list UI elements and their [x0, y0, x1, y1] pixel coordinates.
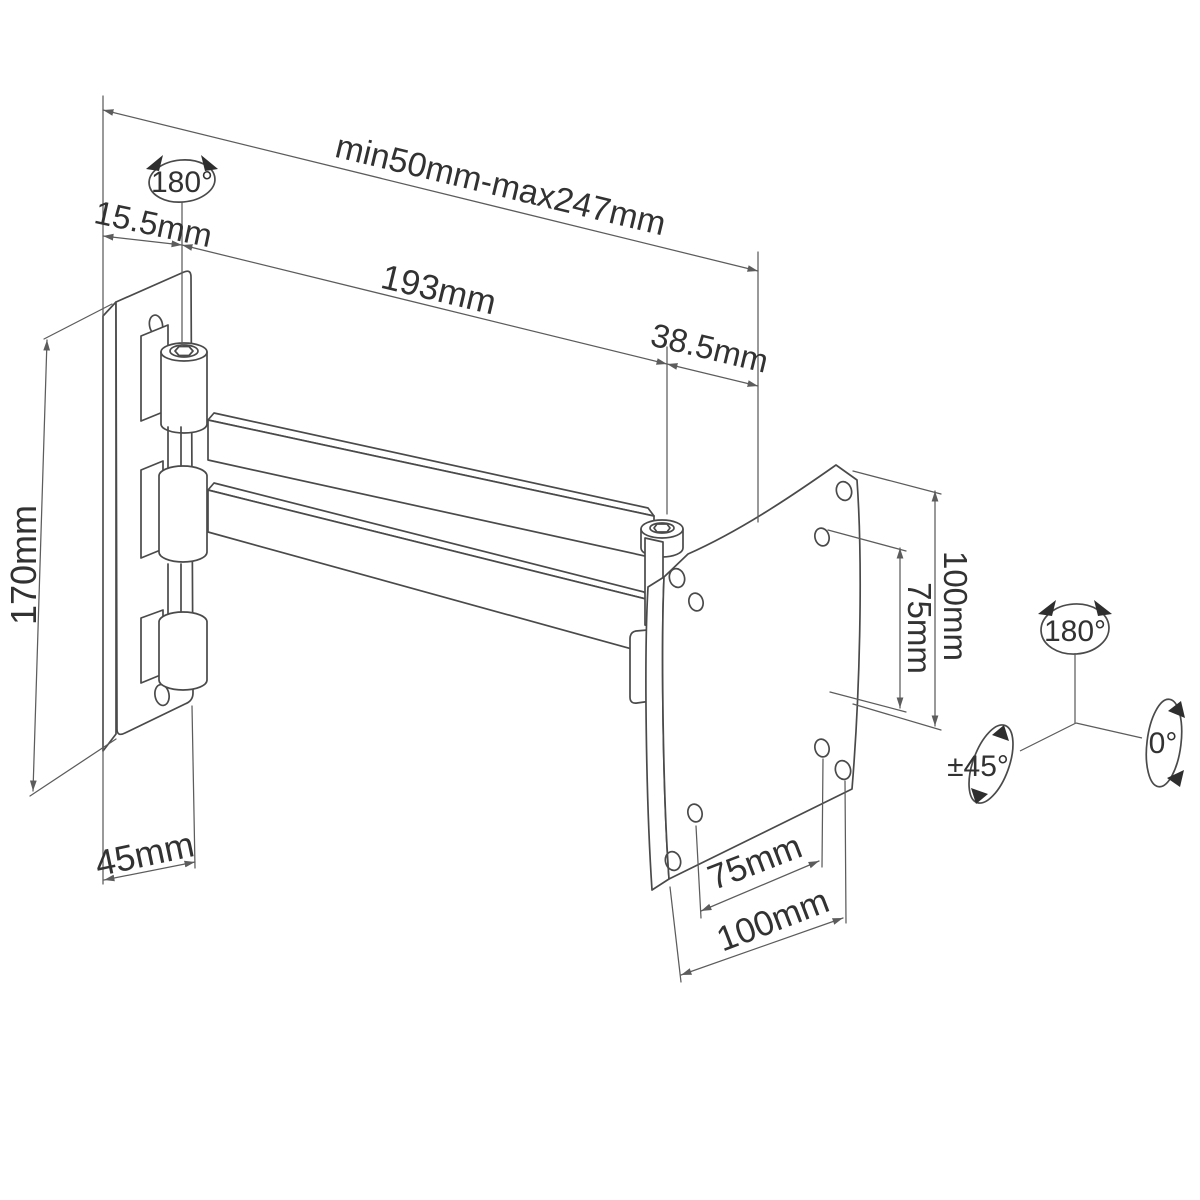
dim-line-plate-height — [29, 339, 51, 792]
vesa-hole-inner — [813, 527, 831, 547]
rotation-arrow-icon — [1038, 600, 1056, 616]
label-tilt: ±45° — [947, 750, 1009, 783]
label-extension-range: min50mm-max247mm — [332, 127, 670, 243]
dim-line-arm-length — [181, 244, 668, 365]
label-plate-height: 170mm — [3, 505, 44, 625]
symbol-leader-line — [1075, 722, 1143, 739]
vesa-plate — [645, 464, 862, 891]
vesa-hole-outer — [834, 759, 852, 781]
hinge-barrel — [158, 611, 208, 691]
label-swivel-head: 180° — [1044, 615, 1106, 648]
vesa-hole-inner — [687, 592, 705, 612]
rotation-symbols — [146, 155, 1185, 804]
dim-line-vesa-horizontal-75 — [700, 860, 820, 912]
hex-socket-icon — [653, 523, 671, 533]
ext-line-vesa75-bottom — [829, 691, 907, 713]
swivel-180-wall-symbol — [146, 155, 218, 203]
pivot-washer — [649, 522, 675, 534]
dimension-lines — [29, 95, 942, 983]
label-arm-length: 193mm — [377, 257, 500, 322]
ext-line-vesa100-top — [852, 470, 942, 495]
dim-line-plate-depth — [103, 860, 196, 882]
label-plate-depth: 45mm — [91, 823, 197, 884]
ext-line-vesa100-bottom — [852, 703, 942, 731]
ext-line-vesa75h-left — [695, 825, 702, 919]
hinge-barrel — [160, 351, 208, 434]
rotation-0-symbol — [1075, 698, 1185, 788]
rotation-arrow-icon — [971, 788, 988, 804]
symbol-leader-line — [1019, 722, 1077, 752]
vesa-hole-inner — [686, 803, 704, 823]
label-vesa-vertical-75: 75mm — [901, 582, 938, 674]
hinge-knuckle-middle — [140, 460, 208, 563]
ext-line-vesa75-top — [827, 529, 907, 552]
vesa-plate-front-face — [661, 464, 862, 880]
vesa-hole-inner — [813, 738, 831, 758]
rotation-arrow-icon — [146, 155, 163, 171]
vesa-hole-outer — [835, 480, 853, 502]
dim-line-wall-to-pivot — [102, 233, 183, 248]
label-vesa-vertical-100: 100mm — [937, 551, 974, 661]
hinge-knuckle-bottom — [140, 609, 208, 691]
vesa-hole-outer — [668, 567, 686, 589]
label-pivot-to-plate: 38.5mm — [647, 316, 772, 380]
tilt-45-symbol — [968, 722, 1077, 804]
label-rotation: 0° — [1149, 727, 1178, 760]
vesa-hole-outer — [664, 850, 682, 872]
rotation-arrow-icon — [992, 725, 1009, 741]
rotation-arrow-icon — [1168, 701, 1185, 718]
label-vesa-horizontal-100: 100mm — [711, 881, 834, 959]
wall-plate-side-face — [102, 301, 117, 752]
dim-line-vesa-horizontal-100 — [680, 917, 844, 976]
ext-line-plate-top — [43, 303, 113, 340]
label-swivel-wall: 180° — [151, 166, 213, 199]
rotation-arrow-icon — [201, 155, 218, 171]
swivel-180-head-symbol — [1038, 600, 1112, 723]
ext-line-vesa100h-right — [844, 780, 847, 924]
rotation-arrow-icon — [1094, 600, 1112, 616]
ext-line-vesa75h-right — [821, 758, 824, 868]
dim-line-extension-range — [102, 109, 759, 272]
mount-assembly — [102, 270, 862, 891]
elbow-boss-top — [640, 519, 684, 539]
dim-line-pivot-to-plate — [666, 363, 759, 387]
label-wall-to-pivot: 15.5mm — [91, 193, 215, 254]
hinge-barrel — [158, 465, 208, 563]
wall-plate-screw-slot-bottom — [154, 683, 170, 707]
rotation-arrow-icon — [1167, 770, 1184, 787]
ext-line-plate-front — [191, 705, 196, 869]
ext-line-vesa100h-left — [669, 886, 682, 983]
